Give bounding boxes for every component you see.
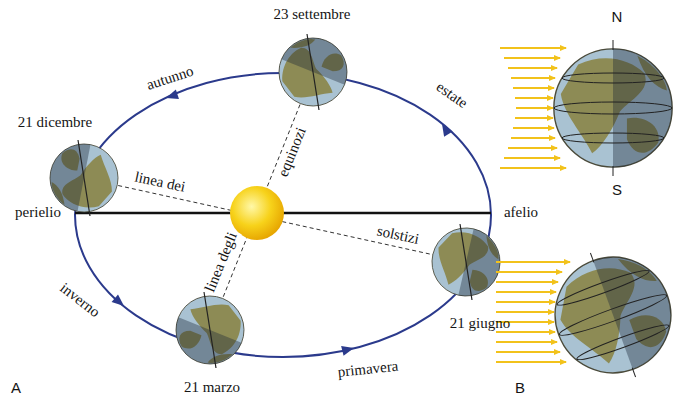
text-label: 23 settembre bbox=[273, 6, 350, 23]
text-label: estate bbox=[433, 78, 470, 111]
panel-letter: S bbox=[612, 182, 622, 199]
panel-letter: N bbox=[612, 9, 623, 26]
text-label: afelio bbox=[504, 204, 538, 221]
text-label: 21 marzo bbox=[184, 379, 240, 396]
text-label: linea dei bbox=[131, 168, 188, 196]
text-label: 21 giugno bbox=[450, 315, 510, 332]
text-label: primavera bbox=[337, 358, 399, 381]
text-label: perielio bbox=[15, 204, 61, 221]
panel-letter: A bbox=[11, 380, 21, 397]
text-label: linea degli bbox=[201, 228, 241, 296]
text-label: solstizi bbox=[374, 222, 423, 248]
text-label: 21 dicembre bbox=[18, 114, 93, 131]
text-label: equinozi bbox=[274, 123, 310, 181]
panel-letter: B bbox=[515, 380, 525, 397]
text-label: inverno bbox=[57, 279, 103, 320]
